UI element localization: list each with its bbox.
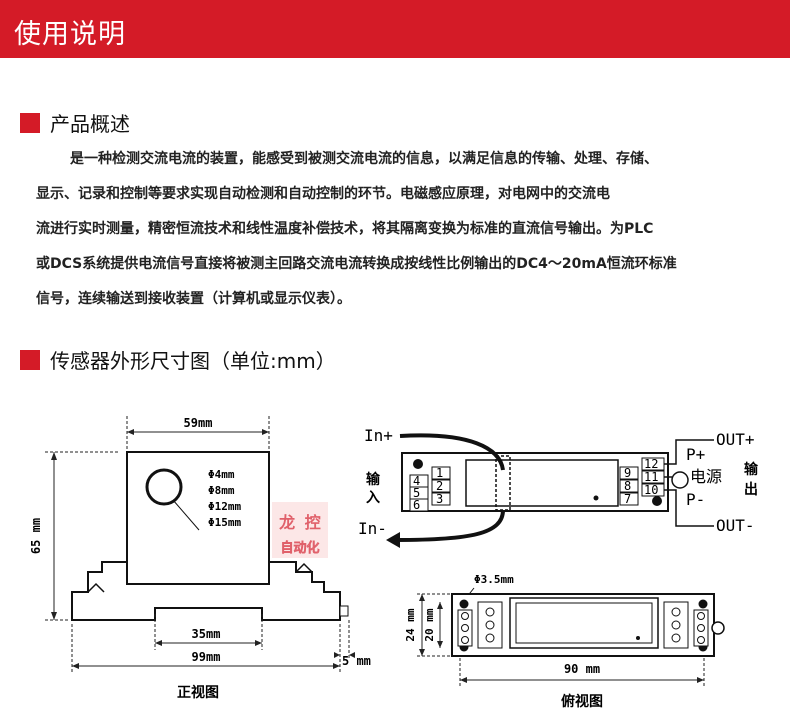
out-plus-label: OUT+ xyxy=(716,430,755,449)
header-bar: 使用说明 xyxy=(0,0,790,58)
in-minus-label: In- xyxy=(358,519,387,538)
terminal-number: 5 xyxy=(413,486,420,500)
out-minus-label: OUT- xyxy=(716,516,755,535)
section-overview-heading: 产品概述 xyxy=(20,108,130,137)
dimension-diagram: 59mm 65 mm Φ4mm Φ8mm Φ12mm Φ15mm 35mm 99… xyxy=(29,416,759,710)
p-plus-label: P+ xyxy=(686,445,705,464)
section-dimensions-title: 传感器外形尺寸图（单位:mm） xyxy=(50,349,336,373)
paragraph-line: 是一种检测交流电流的装置，能感受到被测交流电流的信息，以满足信息的传输、处理、存… xyxy=(70,151,658,167)
header-title: 使用说明 xyxy=(14,19,126,50)
display-window xyxy=(465,459,619,507)
left-terminal-block: 4 5 6 1 2 3 xyxy=(409,466,451,512)
terminal-number: 11 xyxy=(644,470,658,484)
terminal-number: 10 xyxy=(644,483,658,497)
sensor-body xyxy=(126,451,270,585)
top-hole-label: Φ3.5mm xyxy=(474,573,514,586)
terminal-number: 8 xyxy=(624,479,631,493)
hole-size-label: Φ12mm xyxy=(208,500,241,513)
paragraph-line: 信号，连续输送到接收装置（计算机或显示仪表）。 xyxy=(36,291,351,307)
in-plus-label: In+ xyxy=(364,426,393,445)
terminal-number: 12 xyxy=(644,457,658,471)
hole-size-label: Φ15mm xyxy=(208,516,241,529)
section-overview-title: 产品概述 xyxy=(50,112,130,136)
section-dimensions-heading: 传感器外形尺寸图（单位:mm） xyxy=(20,345,336,374)
terminal-number: 4 xyxy=(413,474,420,488)
terminal-number: 2 xyxy=(436,479,443,493)
top-view-caption: 俯视图 xyxy=(561,693,603,710)
terminal-number: 1 xyxy=(436,466,443,480)
hole-size-label: Φ4mm xyxy=(208,468,235,481)
terminal-number: 7 xyxy=(624,492,631,506)
front-view: 59mm 65 mm Φ4mm Φ8mm Φ12mm Φ15mm 35mm 99… xyxy=(29,416,371,701)
in-minus-wire xyxy=(395,509,505,542)
dim-base-inner-label: 35mm xyxy=(192,627,221,641)
paragraph-line: 显示、记录和控制等要求实现自动检测和自动控制的环节。电磁感应原理，对电网中的交流… xyxy=(36,186,610,202)
dim-length-label: 90 mm xyxy=(564,662,600,676)
dim-width-label: 59mm xyxy=(184,416,213,430)
section-marker xyxy=(20,349,40,370)
dim-side-label: 5 mm xyxy=(342,654,371,668)
dim-height-outer-label: 24 mm xyxy=(404,608,417,641)
hole-size-label: Φ8mm xyxy=(208,484,235,497)
right-terminal-block: 9 8 7 12 11 10 xyxy=(619,457,665,506)
dim-height-label: 65 mm xyxy=(29,518,43,554)
top-view: Φ3.5mm 24 mm 20 m xyxy=(404,573,725,710)
front-view-caption: 正视图 xyxy=(177,684,219,701)
overview-paragraph: 是一种检测交流电流的装置，能感受到被测交流电流的信息，以满足信息的传输、处理、存… xyxy=(36,148,776,323)
terminal-number: 3 xyxy=(436,492,443,506)
output-label: 出 xyxy=(744,481,758,498)
paragraph-line: 或DCS系统提供电流信号直接将被测主回路交流电流转换成按线性比例输出的DC4～2… xyxy=(36,256,677,272)
output-label: 输 xyxy=(744,461,759,478)
power-label: 电源 xyxy=(690,467,722,486)
watermark-line1: 龙 控 xyxy=(278,513,321,532)
dim-height-inner-label: 20 mm xyxy=(423,608,436,641)
paragraph-line: 流进行实时测量，精密恒流技术和线性温度补偿技术，将其隔离变换为标准的直流信号输出… xyxy=(36,221,654,237)
dim-base-total-label: 99mm xyxy=(192,650,221,664)
watermark-line2: 自动化 xyxy=(280,540,319,556)
input-label: 入 xyxy=(366,490,380,506)
input-label: 输 xyxy=(366,471,381,488)
wiring-diagram: In+ In- 输 入 4 5 6 1 2 3 xyxy=(358,426,759,548)
watermark-stamp: 龙 控 自动化 xyxy=(272,502,328,558)
in-plus-wire xyxy=(399,433,505,471)
terminal-number: 9 xyxy=(624,466,631,480)
terminal-number: 6 xyxy=(413,498,420,512)
section-marker xyxy=(20,112,40,133)
through-hole xyxy=(145,468,183,506)
p-minus-label: P- xyxy=(686,490,705,509)
